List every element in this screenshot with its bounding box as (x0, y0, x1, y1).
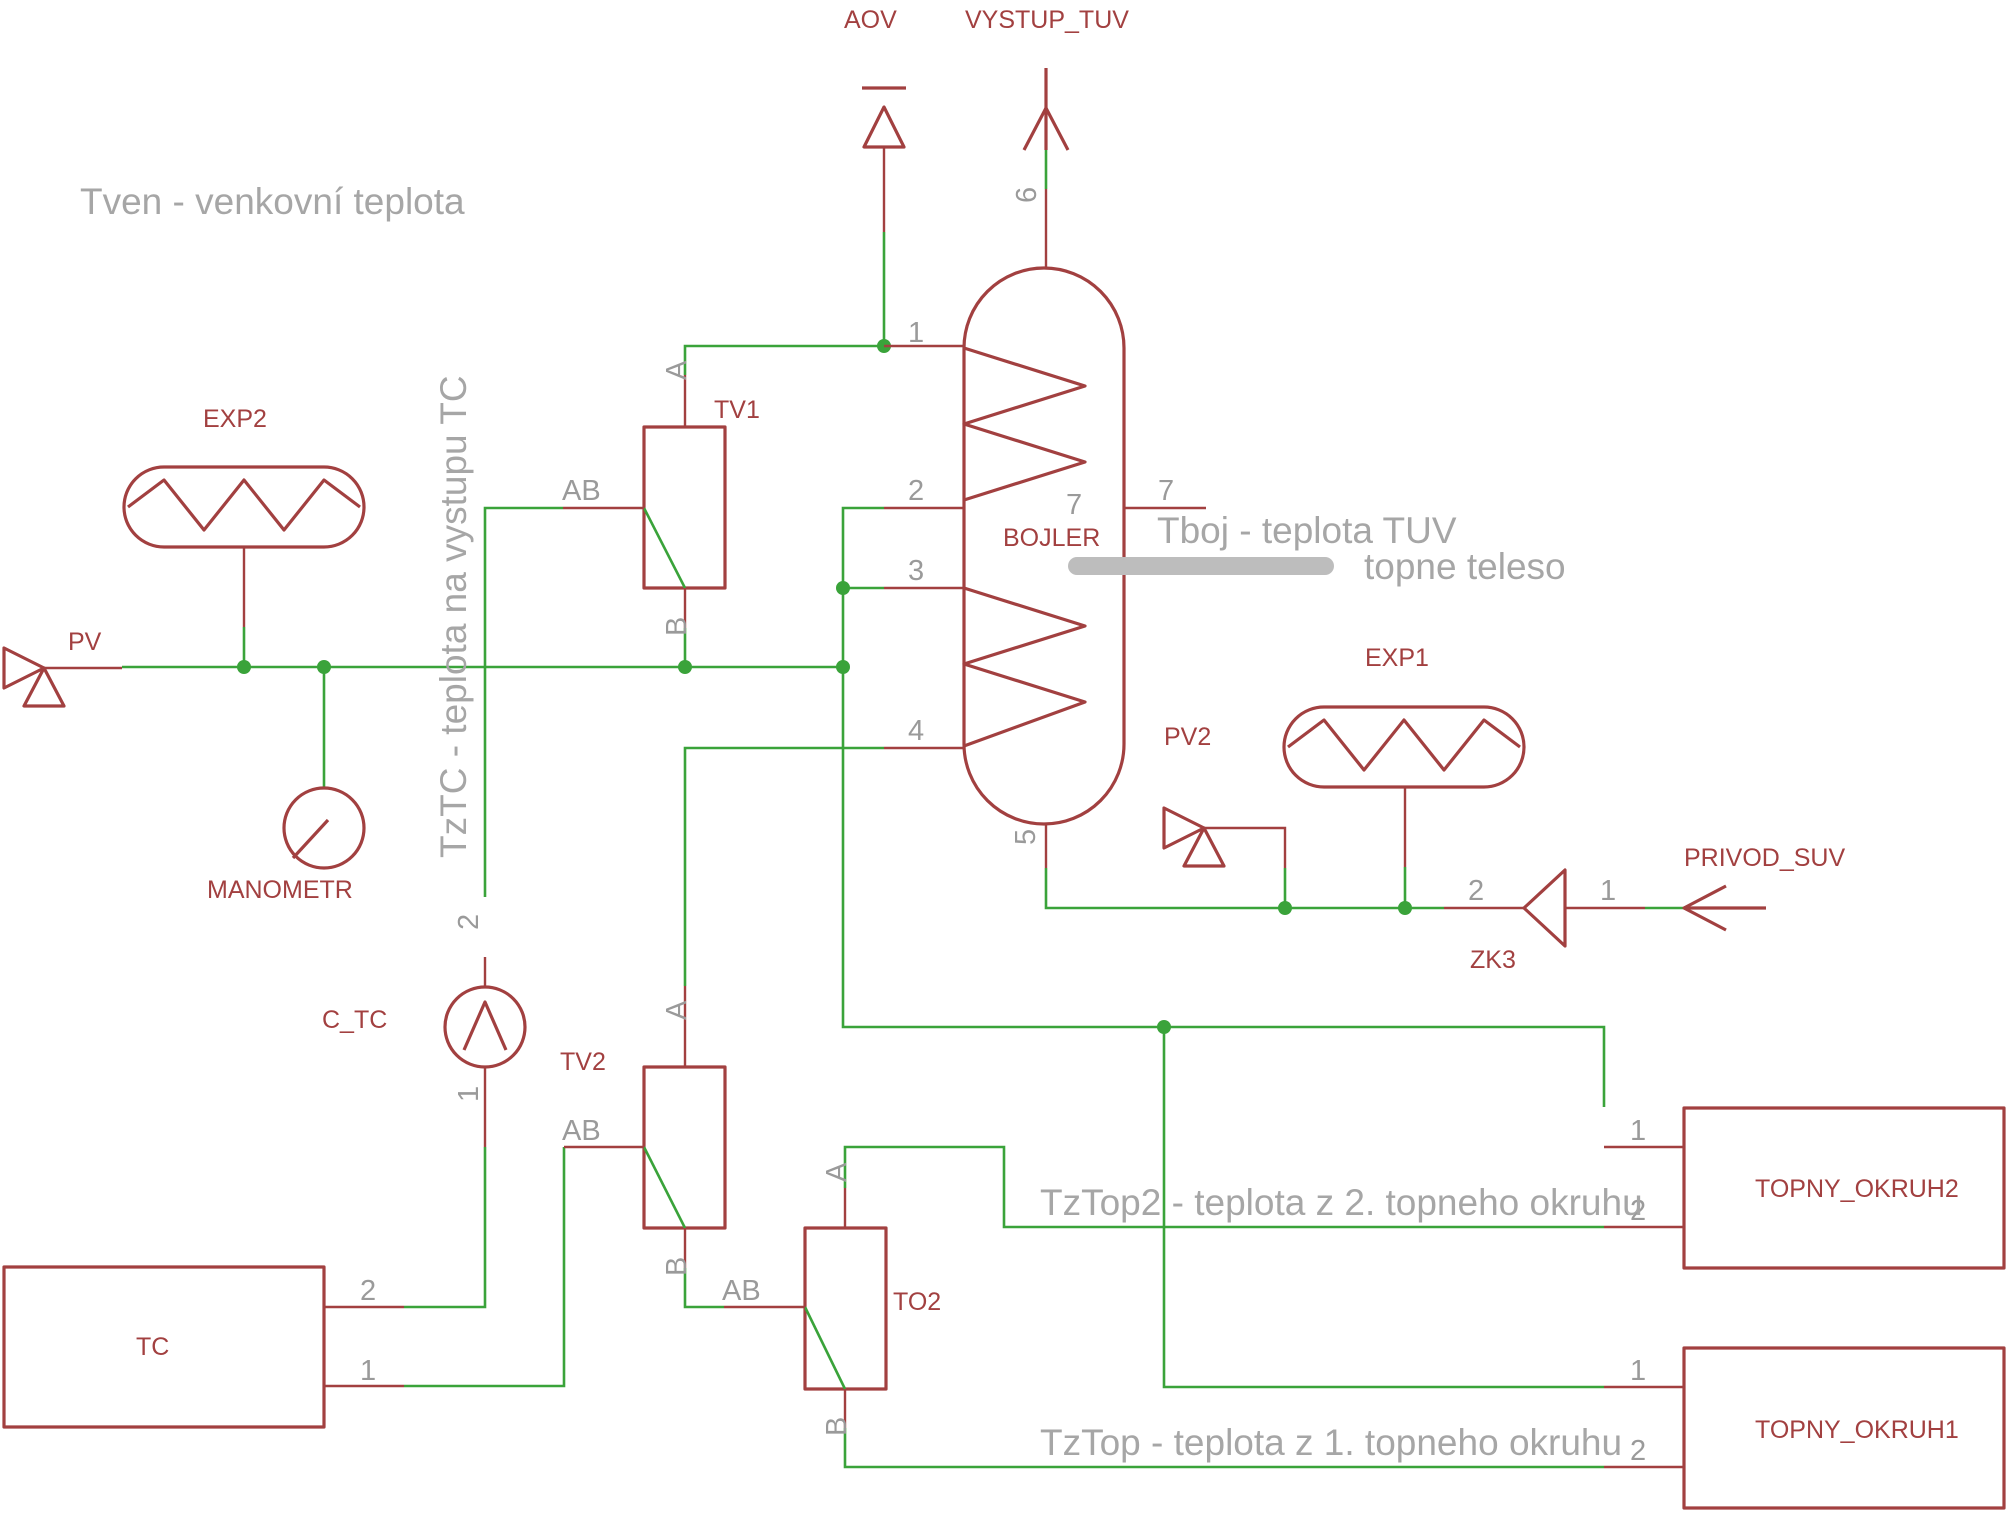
topny-okruh2-label: TOPNY_OKRUH2 (1755, 1175, 1959, 1203)
exp1-label: EXP1 (1365, 644, 1429, 672)
c-tc-pump-symbol (443, 957, 527, 1147)
wire-bojler-4 (683, 746, 884, 986)
pv-label: PV (68, 628, 102, 656)
tv1-pin-b: B (661, 617, 693, 636)
wire-tv2-to2 (683, 1268, 724, 1309)
wire-bojler-5 (1044, 868, 1444, 910)
tv1-symbol (563, 375, 727, 628)
note-tboj: Tboj - teplota TUV (1157, 510, 1457, 551)
privod-suv-symbol (1682, 884, 1766, 932)
junction (836, 581, 850, 595)
wire-tc-tv2 (404, 1147, 566, 1388)
wire-tv1-ab (483, 506, 563, 897)
wire-to2-b (843, 1428, 1604, 1469)
bojler-symbol (884, 189, 1206, 868)
to2-pin-b: B (821, 1417, 853, 1436)
c-tc-pin-2: 2 (453, 914, 485, 930)
zk3-label: ZK3 (1470, 946, 1516, 974)
topny-okruh2-pin-1: 1 (1630, 1115, 1646, 1147)
bojler-pin-7: 7 (1158, 475, 1174, 507)
junction (836, 660, 850, 674)
tc-pin-1: 1 (360, 1355, 376, 1387)
junction (237, 660, 251, 674)
note-tztop: TzTop - teplota z 1. topneho okruhu (1040, 1422, 1622, 1463)
wire-bojler-2 (841, 506, 1606, 1107)
wires (122, 150, 1684, 1469)
junction (1398, 901, 1412, 915)
bojler-pin-7-inner: 7 (1066, 489, 1082, 521)
bojler-pin-2: 2 (908, 475, 924, 507)
bojler-pin-6: 6 (1011, 187, 1043, 203)
topny-okruh1-symbol (1604, 1346, 2006, 1510)
zk3-pin-1: 1 (1600, 875, 1616, 907)
wire-okruh1-1 (1162, 1027, 1604, 1389)
note-topne-teleso: topne teleso (1364, 546, 1566, 587)
tv1-label: TV1 (714, 396, 760, 424)
manometr-label: MANOMETR (207, 876, 353, 904)
topny-okruh1-pin-1: 1 (1630, 1355, 1646, 1387)
bojler-pin-1: 1 (908, 317, 924, 349)
topny-okruh2-pin-2: 2 (1630, 1195, 1646, 1227)
topny-okruh1-pin-2: 2 (1630, 1435, 1646, 1467)
tv2-symbol (564, 986, 727, 1268)
pv-symbol (2, 646, 122, 708)
to2-symbol (724, 1188, 888, 1428)
tv2-pin-a: A (661, 1000, 693, 1020)
exp1-symbol (1282, 705, 1526, 867)
wire-pump-tc (404, 1147, 487, 1309)
c-tc-pin-1: 1 (453, 1086, 485, 1102)
junction (1278, 901, 1292, 915)
junction (678, 660, 692, 674)
privod-suv-label: PRIVOD_SUV (1684, 844, 1845, 872)
topny-okruh2-symbol (1604, 1106, 2006, 1270)
c-tc-label: C_TC (322, 1006, 387, 1034)
tc-label: TC (136, 1333, 169, 1361)
manometr-symbol (282, 786, 366, 870)
aov-label: AOV (844, 6, 897, 34)
wire-tv1-a (683, 344, 884, 375)
vystup-tuv-symbol (1022, 68, 1070, 151)
tv2-label: TV2 (560, 1048, 606, 1076)
exp2-symbol (122, 465, 366, 627)
to2-label: TO2 (893, 1288, 941, 1316)
aov-symbol (862, 86, 906, 232)
bojler-label: BOJLER (1003, 524, 1100, 552)
tv1-pin-ab: AB (562, 475, 601, 507)
junction (317, 660, 331, 674)
bojler-pin-3: 3 (908, 555, 924, 587)
zk3-pin-2: 2 (1468, 875, 1484, 907)
pv2-label: PV2 (1164, 723, 1211, 751)
tc-symbol (2, 1265, 404, 1429)
pv2-symbol (1162, 806, 1287, 868)
to2-pin-a: A (821, 1162, 853, 1182)
topny-okruh1-label: TOPNY_OKRUH1 (1755, 1416, 1959, 1444)
note-tven: Tven - venkovní teplota (80, 181, 465, 222)
zk3-symbol (1444, 868, 1645, 948)
tv2-pin-ab: AB (562, 1115, 601, 1147)
bojler-pin-5: 5 (1010, 829, 1042, 845)
note-tztop2: TzTop2 - teplota z 2. topneho okruhu (1040, 1182, 1643, 1223)
junctions (237, 339, 1412, 1034)
junction (1157, 1020, 1171, 1034)
wire-to2-a (843, 1145, 1604, 1229)
tv2-pin-b: B (661, 1257, 693, 1276)
exp2-label: EXP2 (203, 405, 267, 433)
bojler-pin-4: 4 (908, 715, 924, 747)
vystup-tuv-label: VYSTUP_TUV (965, 6, 1129, 34)
to2-pin-ab: AB (722, 1275, 761, 1307)
note-tztc: TzTC - teplota na vystupu TC (433, 375, 474, 858)
tv1-pin-a: A (661, 360, 693, 380)
tc-pin-2: 2 (360, 1275, 376, 1307)
